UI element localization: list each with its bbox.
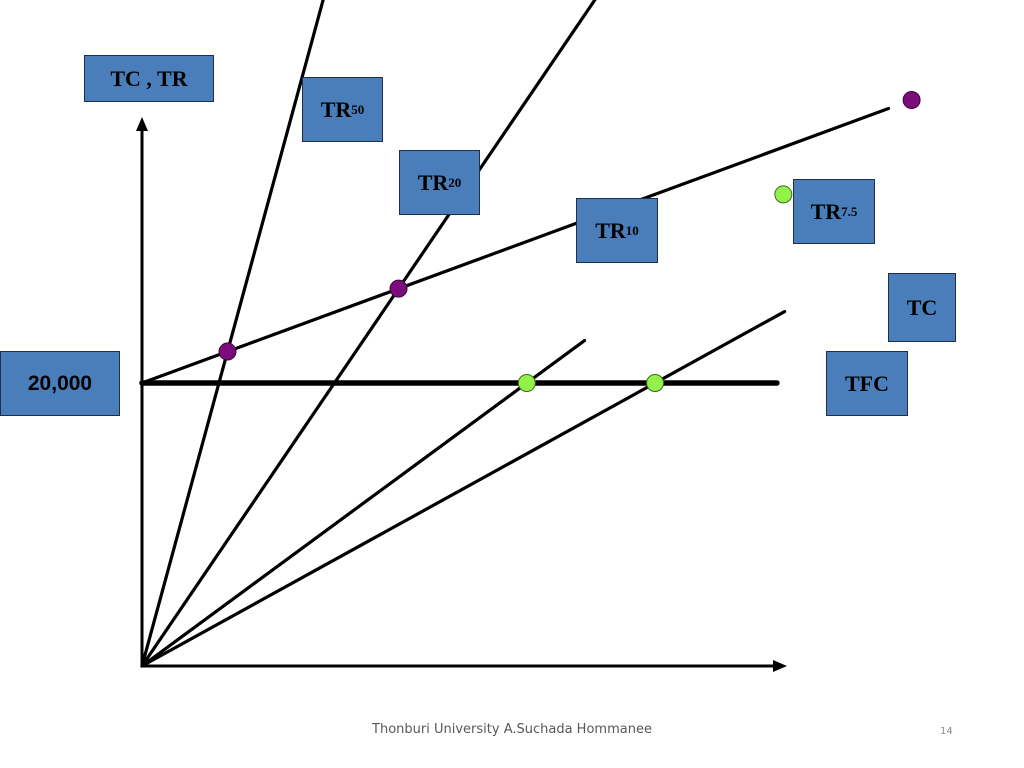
series-line-tr10 bbox=[140, 338, 587, 668]
page-number: 14 bbox=[940, 726, 953, 737]
y-axis-arrow bbox=[136, 117, 148, 131]
break-even-point-3 bbox=[902, 91, 921, 109]
marker-point-3 bbox=[517, 374, 536, 392]
series-line-tr50 bbox=[140, 0, 325, 668]
marker-point-4 bbox=[646, 374, 665, 392]
marker-point-2 bbox=[774, 185, 793, 204]
footer-credit: Thonburi University A.Suchada Hommanee bbox=[372, 722, 652, 737]
y-tick-label-fixed-cost: 20,000 bbox=[0, 351, 120, 416]
y-axis-label: TC , TR bbox=[84, 55, 214, 102]
series-label-tc: TC bbox=[888, 273, 956, 342]
series-line-tc bbox=[140, 106, 891, 385]
series-label-tfc: TFC bbox=[826, 351, 908, 416]
break-even-point-2 bbox=[389, 279, 408, 298]
series-line-tr75 bbox=[140, 309, 787, 668]
break-even-point-1 bbox=[218, 342, 237, 361]
x-axis-arrow bbox=[773, 660, 787, 672]
series-line-tr20 bbox=[140, 0, 597, 668]
series-label-tr7-5: TR 7.5 bbox=[793, 179, 875, 244]
